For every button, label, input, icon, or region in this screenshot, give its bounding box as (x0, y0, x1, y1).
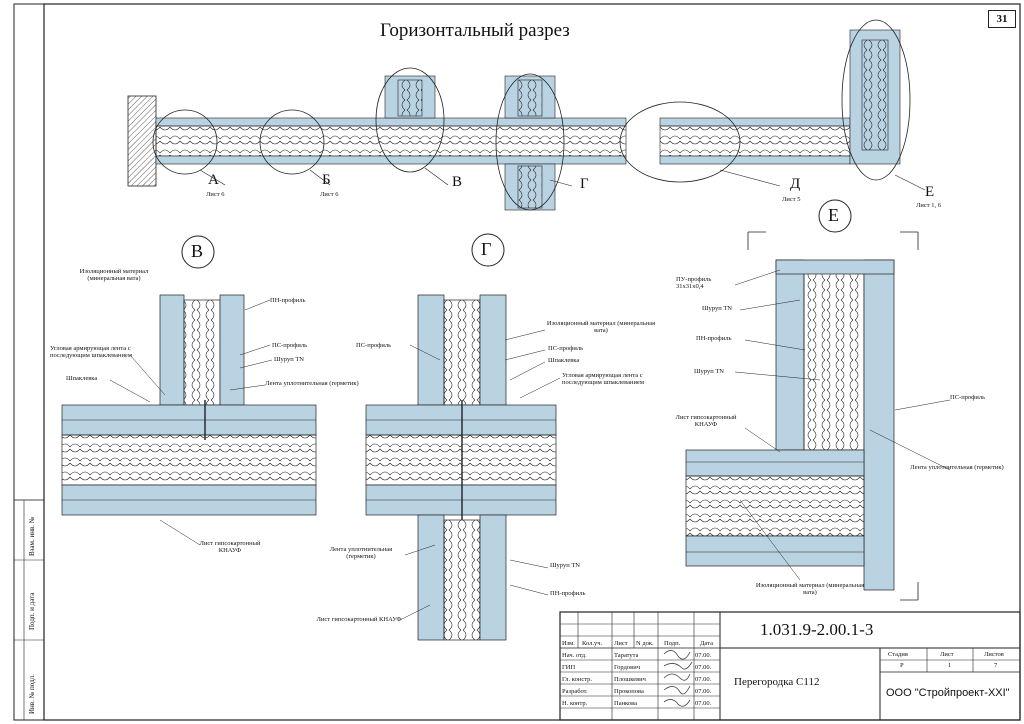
stamp-date: 07.00. (695, 688, 712, 695)
stamp-date: 07.00. (695, 700, 712, 707)
page-title: Горизонтальный разрез (380, 20, 570, 41)
stamp-name: Гордович (614, 664, 640, 671)
detail-g-ps-profile-left-label: ПС-профиль (356, 342, 392, 349)
side-stamp-original-inv: Инв. № подл. (28, 674, 36, 714)
top-strip (127, 19, 926, 211)
stamp-header-count: Кол.уч. (582, 640, 603, 647)
object-name: Перегородка С112 (734, 676, 820, 688)
stage-value: Р (900, 662, 904, 669)
detail-v-gypsum-sheet-label: Лист гипсокартонный КНАУФ (199, 540, 261, 554)
detail-g-letter: Г (481, 239, 492, 259)
detail-g-corner-tape-label: Угловая армирующая лента с последующим ш… (562, 372, 644, 386)
detail-e-insulation-label: Изоляционный материал (минеральная вата) (755, 582, 865, 596)
stamp-role: Гл. констр. (562, 676, 592, 683)
detail-e-sealing-tape-label: Лента уплотнительная (герметик) (910, 464, 1004, 471)
title-block-grid (559, 611, 1021, 721)
detail-e (685, 199, 951, 601)
stamp-name: Прокопова (614, 688, 644, 695)
detail-v-insulation-label: Изоляционный материал (минеральная вата) (79, 268, 149, 282)
detail-g-putty-label: Шпаклевка (548, 357, 580, 364)
detail-v-screw-label: Шуруп TN (274, 356, 304, 363)
sheets-value: 7 (994, 662, 998, 669)
stamp-name: Плошкевич (614, 676, 646, 683)
detail-e-gypsum-sheet-label: Лист гипсокартонный КНАУФ (675, 414, 737, 428)
detail-v-letter: В (191, 241, 204, 261)
section-mark-a-ref: Лист 6 (206, 191, 225, 198)
detail-g-sealing-tape-label: Лента уплотнительная (герметик) (329, 546, 393, 560)
doc-code: 1.031.9-2.00.1-3 (760, 620, 874, 639)
detail-g-pn-profile-label: ПН-профиль (550, 590, 586, 597)
detail-e-ps-profile-label: ПС-профиль (950, 394, 986, 401)
detail-v-ps-profile-label: ПС-профиль (272, 342, 308, 349)
detail-e-screw-label: Шуруп TN (694, 368, 724, 375)
side-stamp-sign-date: Подп. и дата (28, 592, 36, 630)
section-mark-d-ref: Лист 5 (782, 196, 801, 203)
section-mark-e-ref: Лист 1, 6 (916, 202, 941, 209)
stamp-name: Панкова (614, 700, 638, 707)
section-mark-e: Е (925, 184, 935, 200)
section-mark-v: В (452, 174, 463, 190)
stamp-role: Н. контр. (562, 700, 588, 707)
section-mark-d: Д (790, 176, 801, 192)
stage-header: Стадия (888, 651, 908, 658)
detail-g-screw-label: Шуруп TN (550, 562, 580, 569)
company-name: ООО "Стройпроект-XXI" (886, 687, 1010, 699)
stamp-role: ГИП (562, 664, 576, 671)
detail-g (365, 233, 561, 641)
stamp-header-date: Дата (700, 640, 713, 647)
stamp-date: 07.00. (695, 664, 712, 671)
detail-e-pu-profile-label: ПУ-профиль 31х31х0,4 (676, 276, 712, 290)
detail-e-letter: Е (828, 205, 839, 225)
detail-v (61, 235, 317, 546)
stamp-header-sign: Подп. (664, 640, 681, 647)
detail-v-putty-label: Шпаклевка (66, 375, 98, 382)
stamp-role: Нач. отд. (562, 652, 587, 659)
stamp-date: 07.00. (695, 676, 712, 683)
sheet-value: 1 (948, 662, 952, 669)
detail-g-gypsum-sheet-label: Лист гипсокартонный КНАУФ (316, 616, 402, 623)
detail-g-insulation-label: Изоляционный материал (минеральная вата) (546, 320, 656, 334)
stamp-role: Разработ. (562, 688, 588, 695)
side-stamp-replace-inv: Взам. инв. № (28, 516, 36, 556)
side-stamp-grid (13, 499, 45, 721)
detail-v-corner-tape-label: Угловая армирующая лента с последующим ш… (50, 345, 132, 359)
detail-e-screw-top-label: Шуруп TN (702, 305, 732, 312)
section-mark-a: А (208, 172, 219, 188)
section-mark-b: Б (322, 172, 331, 188)
stamp-header-doc: N док. (636, 640, 654, 647)
stamp-date: 07.00. (695, 652, 712, 659)
sheets-header: Листов (984, 651, 1004, 658)
sheet-header: Лист (940, 651, 954, 658)
stamp-header-change: Изм. (562, 640, 575, 647)
sheet-number: 31 (988, 10, 1016, 28)
detail-v-sealing-tape-label: Лента уплотнительная (герметик) (265, 380, 359, 387)
section-mark-g: Г (580, 176, 589, 192)
detail-v-pn-profile-label: ПН-профиль (270, 297, 306, 304)
stamp-name: Таратута (614, 652, 639, 659)
detail-g-ps-profile-right-label: ПС-профиль (548, 345, 584, 352)
detail-e-pn-profile-label: ПН-профиль (696, 335, 732, 342)
section-mark-b-ref: Лист 6 (320, 191, 339, 198)
stamp-header-sheet: Лист (614, 640, 628, 647)
